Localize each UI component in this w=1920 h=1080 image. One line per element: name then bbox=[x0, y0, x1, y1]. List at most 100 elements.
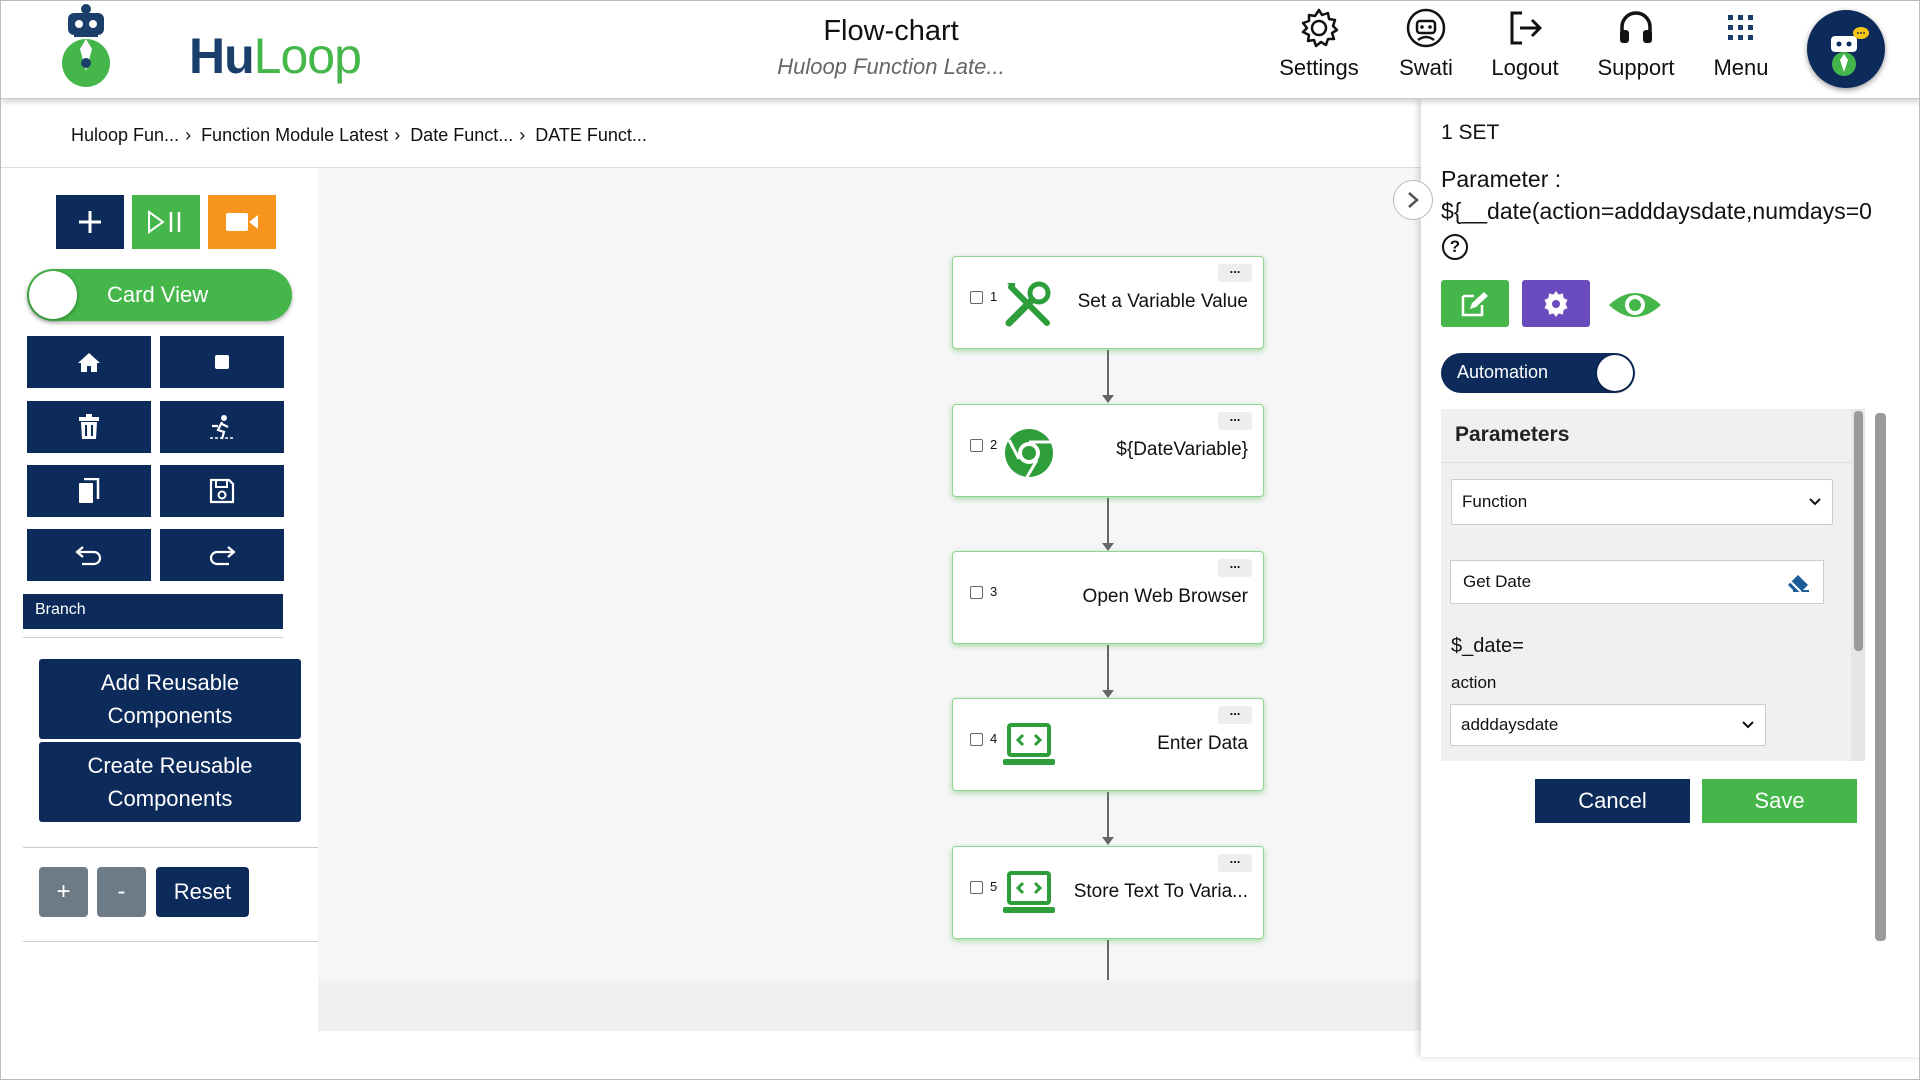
arrow-down-icon bbox=[1102, 395, 1114, 403]
more-options-icon[interactable]: ... bbox=[1218, 557, 1252, 577]
delete-button[interactable] bbox=[27, 401, 151, 453]
node-number: 1 bbox=[990, 289, 998, 304]
home-icon bbox=[78, 353, 100, 372]
breadcrumb: Huloop Fun...› Function Module Latest› D… bbox=[71, 125, 647, 146]
date-expression: $_date= bbox=[1451, 635, 1524, 657]
breadcrumb-item[interactable]: Function Module Latest bbox=[201, 125, 389, 145]
nav-support[interactable]: Support bbox=[1591, 7, 1681, 87]
breadcrumb-item[interactable]: Huloop Fun... bbox=[71, 125, 180, 145]
record-button[interactable] bbox=[208, 195, 276, 249]
undo-icon bbox=[75, 546, 102, 566]
preview-button[interactable] bbox=[1607, 285, 1663, 325]
more-options-icon[interactable]: ... bbox=[1218, 410, 1252, 430]
parameters-section: Parameters Function Get Date $_date= act… bbox=[1441, 409, 1857, 761]
trash-icon bbox=[79, 414, 99, 439]
divider bbox=[23, 941, 318, 942]
copy-icon bbox=[79, 478, 100, 503]
add-reusable-components-button[interactable]: Add Reusable Components bbox=[39, 659, 301, 739]
flow-node[interactable]: 3 ... Open Web Browser bbox=[952, 551, 1264, 644]
grid-menu-icon bbox=[1728, 15, 1753, 40]
node-title: Set a Variable Value bbox=[1077, 291, 1248, 312]
play-pause-button[interactable] bbox=[132, 195, 200, 249]
automation-label: Automation bbox=[1457, 362, 1549, 382]
jump-icon bbox=[210, 415, 234, 440]
toggle-knob bbox=[1597, 355, 1633, 391]
arrow-down-icon bbox=[1102, 690, 1114, 698]
node-number: 2 bbox=[990, 437, 998, 452]
cancel-button[interactable]: Cancel bbox=[1535, 779, 1690, 823]
connector-line bbox=[1107, 350, 1109, 396]
save-button[interactable]: Save bbox=[1702, 779, 1857, 823]
gear-icon bbox=[1544, 290, 1568, 317]
zoom-out-button[interactable]: - bbox=[97, 867, 146, 917]
help-icon[interactable]: ? bbox=[1442, 234, 1468, 260]
undo-button[interactable] bbox=[27, 529, 151, 581]
automation-toggle[interactable]: Automation bbox=[1441, 353, 1635, 393]
node-number: 4 bbox=[990, 731, 998, 746]
stop-icon bbox=[215, 355, 229, 369]
connector-line bbox=[1107, 498, 1109, 544]
more-options-icon[interactable]: ... bbox=[1218, 704, 1252, 724]
scrollbar-thumb[interactable] bbox=[1854, 411, 1863, 651]
action-select[interactable]: adddaysdate bbox=[1450, 704, 1766, 746]
more-options-icon[interactable]: ... bbox=[1218, 262, 1252, 282]
function-select[interactable]: Function bbox=[1451, 479, 1833, 525]
node-checkbox[interactable] bbox=[970, 881, 983, 894]
node-checkbox[interactable] bbox=[970, 291, 983, 304]
collapse-panel-button[interactable] bbox=[1393, 180, 1433, 220]
function-name-field[interactable]: Get Date bbox=[1450, 560, 1824, 604]
create-reusable-components-button[interactable]: Create Reusable Components bbox=[39, 742, 301, 822]
flow-node[interactable]: 4 ... Enter Data bbox=[952, 698, 1264, 791]
save-flow-button[interactable] bbox=[160, 465, 284, 517]
copy-button[interactable] bbox=[27, 465, 151, 517]
card-view-toggle[interactable]: Card View bbox=[27, 269, 292, 321]
parameter-label: Parameter : bbox=[1441, 166, 1562, 192]
arrow-down-icon bbox=[1102, 837, 1114, 845]
stop-button[interactable] bbox=[160, 336, 284, 388]
nav-user[interactable]: Swati bbox=[1391, 7, 1461, 87]
chrome-icon bbox=[1005, 429, 1053, 478]
huloop-logo[interactable]: HuLoop bbox=[56, 1, 362, 99]
action-label: action bbox=[1451, 673, 1497, 692]
node-title: Open Web Browser bbox=[1082, 586, 1248, 607]
redo-button[interactable] bbox=[160, 529, 284, 581]
chevron-down-icon bbox=[1809, 498, 1821, 506]
flow-node[interactable]: 1 ... Set a Variable Value bbox=[952, 256, 1264, 349]
flow-node[interactable]: 5 ... Store Text To Varia... bbox=[952, 846, 1264, 939]
node-title: Enter Data bbox=[1157, 733, 1248, 754]
divider bbox=[23, 847, 318, 848]
panel-scrollbar-thumb[interactable] bbox=[1875, 413, 1886, 941]
home-button[interactable] bbox=[27, 336, 151, 388]
reset-button[interactable]: Reset bbox=[156, 867, 249, 917]
edit-button[interactable] bbox=[1441, 280, 1509, 327]
connector-line bbox=[1107, 940, 1109, 980]
skip-step-button[interactable] bbox=[160, 401, 284, 453]
nav-menu[interactable]: Menu bbox=[1706, 7, 1776, 87]
assistant-avatar[interactable] bbox=[1807, 10, 1885, 88]
add-step-button[interactable] bbox=[56, 195, 124, 249]
nav-menu-label: Menu bbox=[1713, 55, 1769, 80]
node-checkbox[interactable] bbox=[970, 439, 983, 452]
eye-icon bbox=[1609, 293, 1661, 317]
nav-settings-label: Settings bbox=[1279, 55, 1359, 80]
breadcrumb-item[interactable]: Date Funct... bbox=[410, 125, 514, 145]
button-label: Components bbox=[107, 786, 233, 811]
breadcrumb-item[interactable]: DATE Funct... bbox=[535, 125, 647, 145]
field-value: Get Date bbox=[1463, 572, 1532, 591]
page-title-block: Flow-chart Huloop Function Late... bbox=[691, 15, 1091, 80]
logout-icon bbox=[1510, 11, 1542, 45]
node-checkbox[interactable] bbox=[970, 733, 983, 746]
configure-button[interactable] bbox=[1522, 280, 1590, 327]
nav-settings[interactable]: Settings bbox=[1271, 7, 1367, 87]
toggle-knob bbox=[29, 271, 77, 319]
node-checkbox[interactable] bbox=[970, 586, 983, 599]
eraser-icon[interactable] bbox=[1785, 571, 1811, 593]
nav-logout[interactable]: Logout bbox=[1485, 7, 1565, 87]
more-options-icon[interactable]: ... bbox=[1218, 852, 1252, 872]
chevron-down-icon bbox=[1742, 721, 1754, 729]
parameter-value: ${__date(action=adddaysdate,numdays=0 bbox=[1441, 198, 1872, 224]
user-robot-icon bbox=[1406, 8, 1446, 48]
flow-node[interactable]: 2 ... ${DateVariable} bbox=[952, 404, 1264, 497]
branch-button[interactable]: Branch bbox=[23, 594, 283, 629]
zoom-in-button[interactable]: + bbox=[39, 867, 88, 917]
